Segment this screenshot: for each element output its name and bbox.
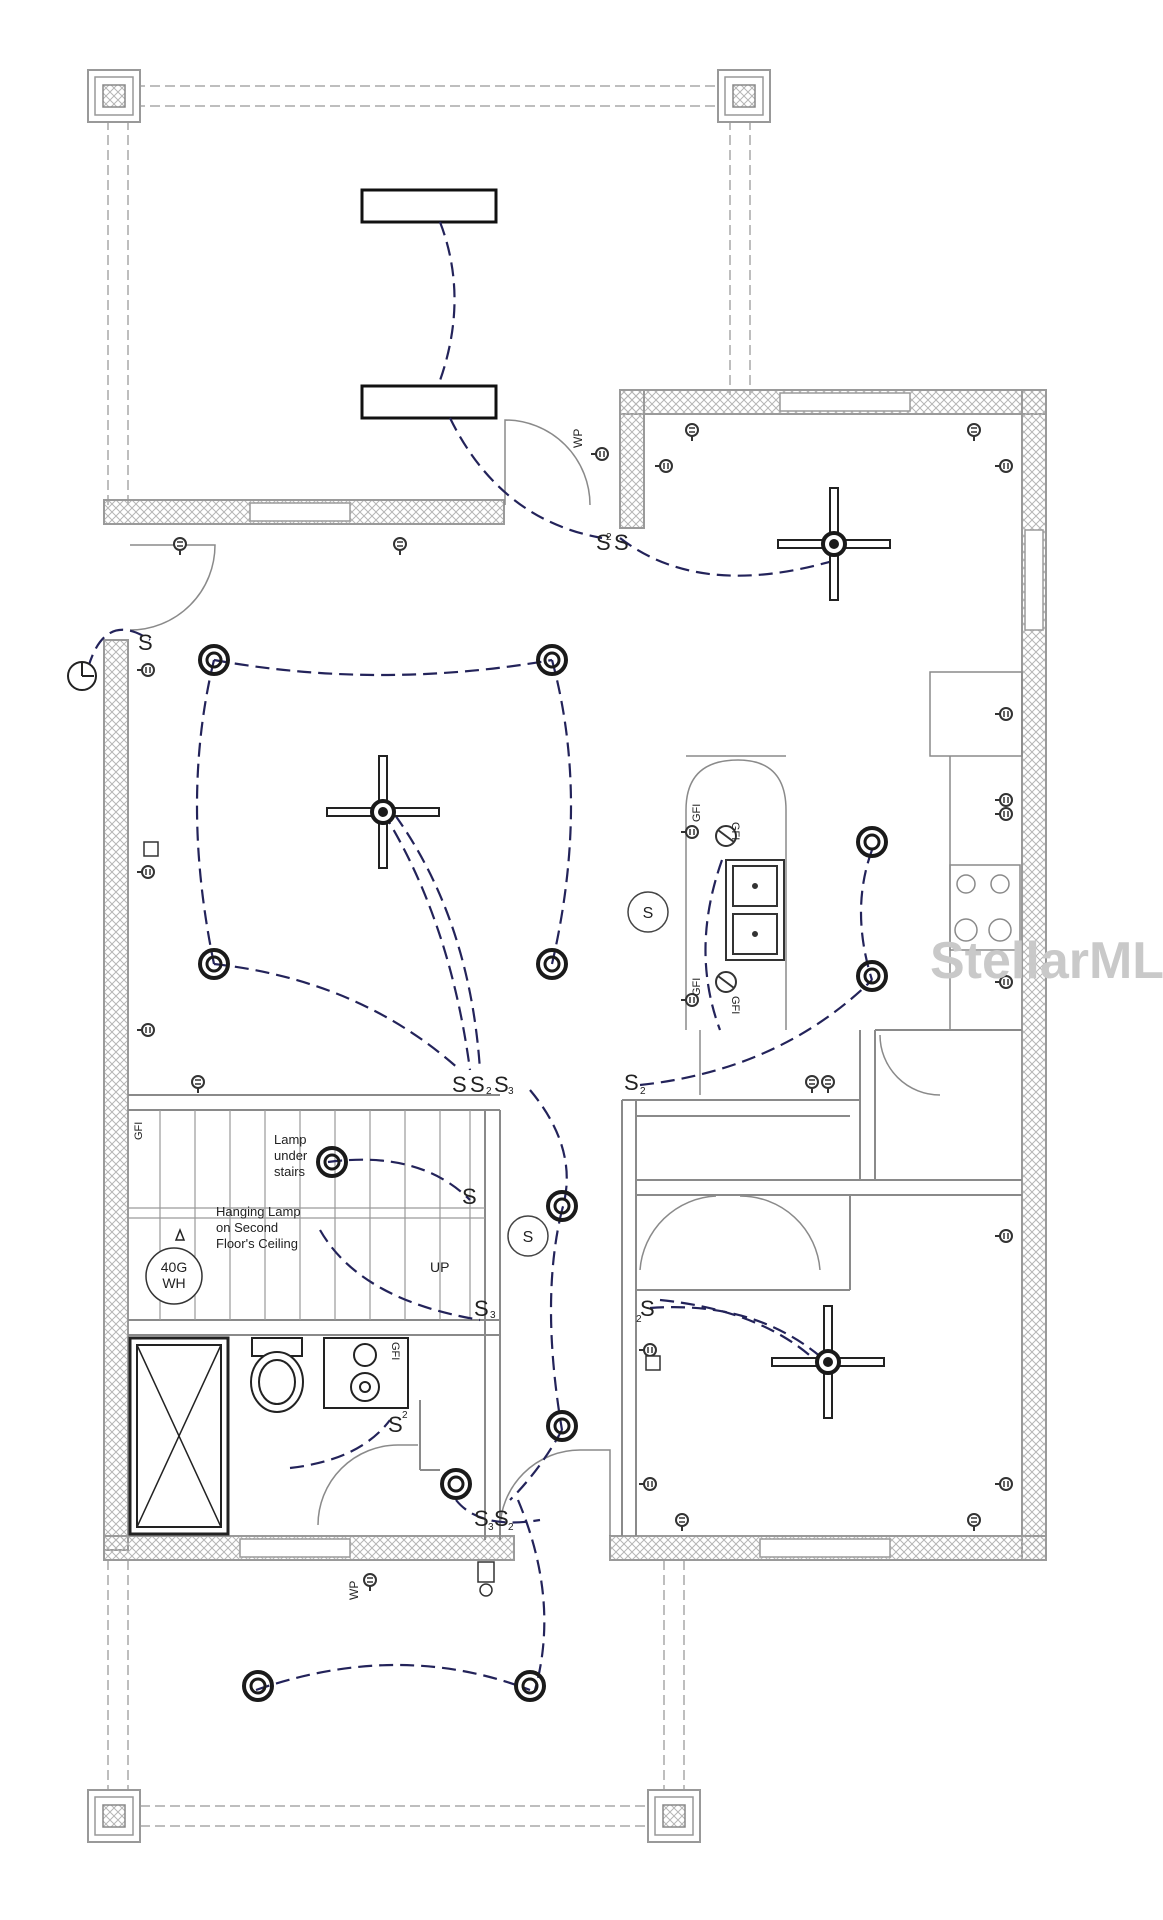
svg-text:on Second: on Second: [216, 1220, 278, 1235]
porch-light-bar: [360, 188, 498, 420]
svg-text:GFI: GFI: [691, 978, 703, 996]
hanging-lamp-icon: [174, 1227, 186, 1241]
watermark: StellarMLS: [930, 932, 1163, 990]
svg-text:GFI: GFI: [133, 1122, 145, 1140]
water-heater-label: 40G: [161, 1259, 187, 1275]
gfi-labels: GFI GFI GFI GFI GFI GFI WP WP: [133, 429, 741, 1600]
smoke-detector-label: S: [523, 1229, 534, 1246]
hanging-lamp-label: Hanging Lamp on Second Floor's Ceiling: [216, 1204, 301, 1251]
svg-text:S: S: [474, 1506, 489, 1531]
svg-text:S: S: [624, 1070, 639, 1095]
svg-text:WP: WP: [347, 1581, 361, 1600]
svg-text:S: S: [452, 1072, 467, 1097]
svg-text:stairs: stairs: [274, 1164, 306, 1179]
svg-text:S: S: [470, 1072, 485, 1097]
doors: [129, 419, 941, 1536]
front-porch-outline: [107, 85, 751, 1827]
svg-text:under: under: [274, 1148, 308, 1163]
svg-text:2: 2: [402, 1410, 408, 1421]
svg-text:S: S: [462, 1184, 477, 1209]
svg-text:GFI: GFI: [729, 822, 741, 840]
svg-text:GFI: GFI: [389, 1342, 401, 1360]
svg-text:2: 2: [508, 1522, 514, 1533]
stairs: [128, 1110, 485, 1320]
stair-up-label: UP: [430, 1259, 449, 1275]
svg-text:3: 3: [490, 1310, 496, 1321]
svg-text:Hanging Lamp: Hanging Lamp: [216, 1204, 301, 1219]
svg-text:Floor's Ceiling: Floor's Ceiling: [216, 1236, 298, 1251]
svg-text:GFI: GFI: [691, 804, 703, 822]
svg-text:GFI: GFI: [729, 996, 741, 1014]
smoke-detector-icon: [507, 891, 669, 1257]
gfi-outlet-icon: [715, 825, 737, 993]
svg-text:Lamp: Lamp: [274, 1132, 307, 1147]
svg-text:S: S: [388, 1412, 403, 1437]
svg-text:S: S: [138, 630, 153, 655]
water-heater-label: WH: [162, 1275, 185, 1291]
svg-text:2: 2: [486, 1086, 492, 1097]
svg-text:S: S: [494, 1506, 509, 1531]
svg-text:3: 3: [508, 1086, 514, 1097]
kitchen-counters: [685, 671, 1023, 1095]
svg-text:S: S: [614, 530, 629, 555]
data-jack-icon: [143, 841, 661, 1597]
svg-text:3: 3: [488, 1522, 494, 1533]
svg-text:2: 2: [636, 1314, 642, 1325]
svg-text:WP: WP: [571, 429, 585, 448]
doorbell-icon: [67, 661, 97, 691]
switch-icon: S S 2 S S S S 2 3 S 2 S 2 S 3 S S 2 S S …: [138, 530, 655, 1533]
bathroom-fixtures: [128, 1336, 409, 1536]
svg-text:2: 2: [640, 1086, 646, 1097]
water-heater: 40G WH: [145, 1247, 203, 1305]
window-openings: [239, 392, 1044, 1558]
lamp-under-stairs-label: Lamp under stairs: [274, 1132, 308, 1179]
exterior-walls: [103, 389, 1047, 1561]
svg-text:S: S: [494, 1072, 509, 1097]
svg-text:2: 2: [606, 532, 612, 543]
circuit-runs: [86, 221, 874, 1692]
svg-text:S: S: [596, 530, 611, 555]
kitchen-sink: [725, 859, 785, 961]
interior-walls: [128, 1029, 1022, 1540]
svg-text:S: S: [474, 1296, 489, 1321]
porch-post: [87, 69, 771, 1843]
svg-text:S: S: [640, 1296, 655, 1321]
smoke-detector-label: S: [643, 905, 654, 922]
ceiling-fan-icon: [325, 486, 892, 1420]
outlet-icon: [136, 423, 1013, 1592]
